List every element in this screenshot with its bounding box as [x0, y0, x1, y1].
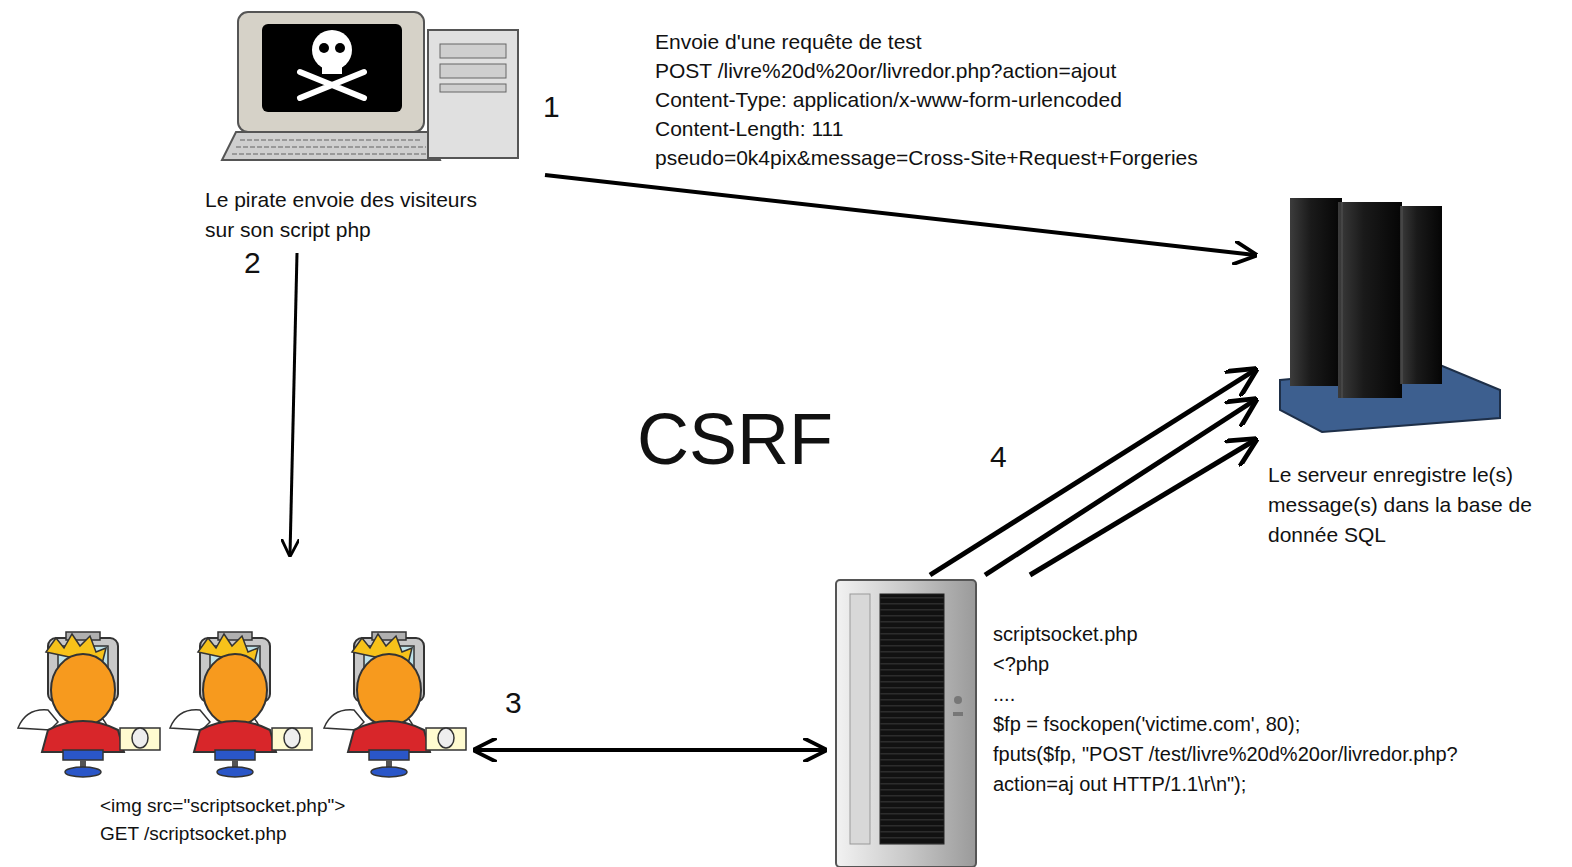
- request-text: Content-Type: application/x-www-form-url…: [655, 88, 1122, 112]
- arrow-connector: [290, 253, 297, 555]
- callout-number: 2: [244, 246, 261, 281]
- arrow-connector: [1030, 440, 1255, 575]
- node-text: <?php: [993, 649, 1049, 679]
- node-text: GET /scriptsocket.php: [100, 821, 287, 847]
- arrow-connector: [475, 748, 825, 752]
- visitors-group: <img src="scriptsocket.php">GET /scripts…: [5, 555, 475, 855]
- script-server: [836, 580, 976, 867]
- request-text: Content-Length: 111: [655, 117, 843, 141]
- node-text: Le pirate envoie des visiteurs sur son s…: [205, 185, 505, 245]
- node-text: fputs($fp, "POST /test/livre%20d%20or/li…: [993, 739, 1488, 799]
- node-text: ....: [993, 679, 1015, 709]
- node-text: scriptsocket.php: [993, 619, 1138, 649]
- arrow-connector: [985, 400, 1255, 575]
- request-text: POST /livre%20d%20or/livredor.php?action…: [655, 59, 1116, 83]
- attacker-computer: Le pirate envoie des visiteurs sur son s…: [200, 5, 545, 253]
- script-server: scriptsocket.php<?php....$fp = fsockopen…: [825, 575, 1500, 867]
- victim-server: [1280, 198, 1500, 432]
- node-text: $fp = fsockopen('victime.com', 80);: [993, 709, 1300, 739]
- node-text: <img src="scriptsocket.php">: [100, 793, 345, 819]
- diagram-title: CSRF: [637, 398, 833, 481]
- callout-number: 4: [990, 440, 1007, 475]
- callout-number: 3: [505, 686, 522, 721]
- victim-server: Le serveur enregistre le(s) message(s) d…: [1255, 185, 1560, 554]
- callout-number: 1: [543, 90, 560, 125]
- arrow-connector: [545, 175, 1255, 255]
- pirate-computer: [222, 12, 518, 160]
- arrow-connector: [930, 370, 1255, 575]
- node-text: Le serveur enregistre le(s) message(s) d…: [1268, 460, 1546, 550]
- request-text: Envoie d'une requête de test: [655, 30, 922, 54]
- visitors: [18, 632, 466, 777]
- request-text: pseudo=0k4pix&message=Cross-Site+Request…: [655, 146, 1198, 170]
